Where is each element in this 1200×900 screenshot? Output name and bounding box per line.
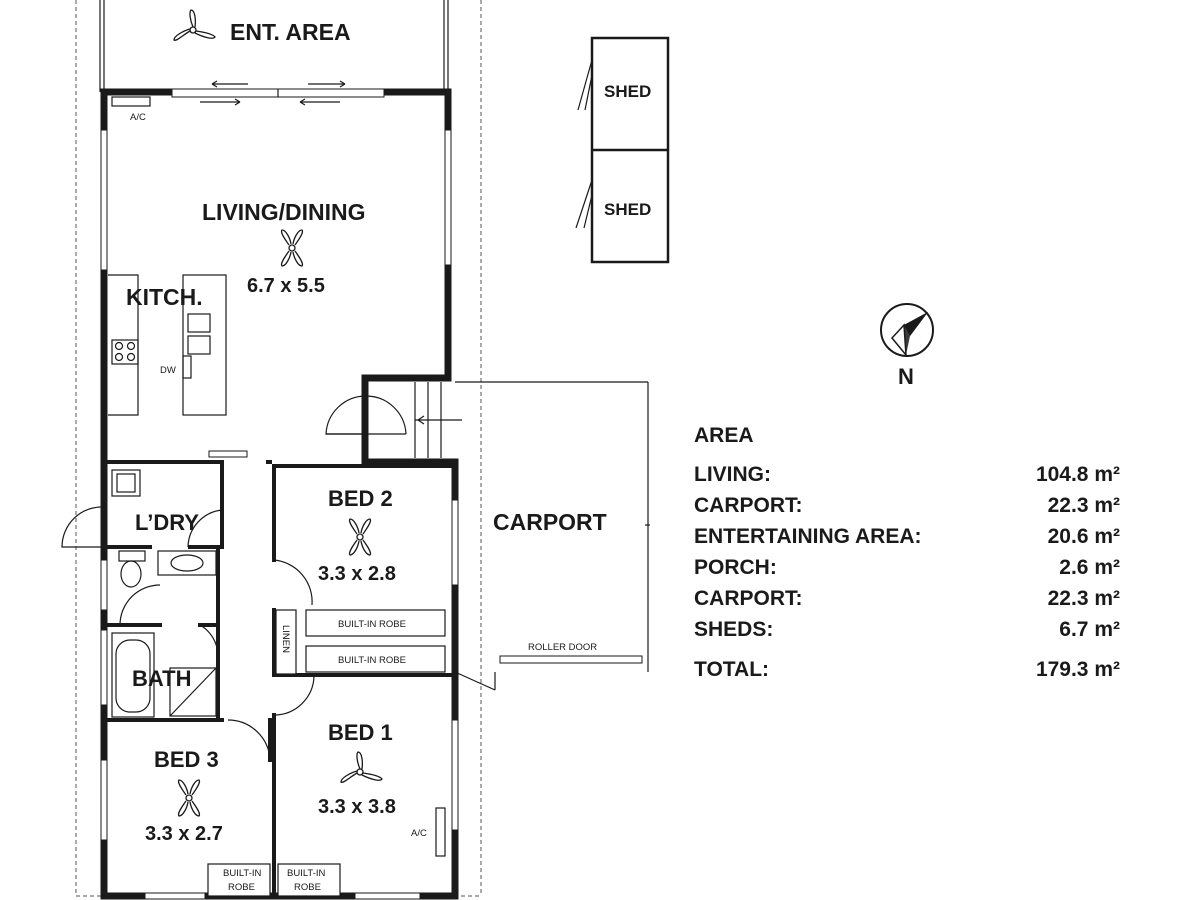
- shed-label-2: SHED: [604, 200, 651, 219]
- ac-unit-living: [111, 96, 151, 107]
- area-row-value: 22.3 m²: [1048, 494, 1120, 517]
- bed3-door: [227, 719, 271, 761]
- shed-outline: [575, 36, 670, 264]
- ceiling-fan-icon: [280, 229, 304, 267]
- ac-label-living: A/C: [130, 112, 146, 123]
- room-label-kitchen: KITCH.: [126, 284, 203, 310]
- bed1-door: [273, 675, 315, 716]
- robe-bed3-line1: BUILT-IN: [223, 868, 261, 879]
- robe-bed2: [305, 609, 446, 637]
- area-heading: AREA: [694, 424, 754, 447]
- area-row-label: ENTERTAINING AREA:: [694, 525, 922, 548]
- room-dim-living: 6.7 x 5.5: [247, 275, 325, 297]
- area-table: AREA LIVING: 104.8 m² CARPORT: 22.3 m² E…: [694, 424, 1120, 681]
- area-row-label: CARPORT:: [694, 494, 803, 517]
- bed2-door: [273, 559, 313, 606]
- area-row-label: CARPORT:: [694, 587, 803, 610]
- room-label-bed1: BED 1: [328, 720, 393, 745]
- room-label-bed2: BED 2: [328, 486, 393, 511]
- area-total-label: TOTAL:: [694, 658, 769, 681]
- robe-bed1b-line1: BUILT-IN: [287, 868, 325, 879]
- laundry-inner-door: [187, 509, 223, 548]
- area-total-value: 179.3 m²: [1036, 658, 1120, 681]
- toilet: [118, 550, 146, 588]
- robe-bed3-line2: ROBE: [228, 882, 255, 893]
- ceiling-fan-icon: [348, 518, 372, 556]
- robe-bed1-label: BUILT-IN ROBE: [338, 655, 406, 666]
- robe-bed3: [207, 863, 271, 897]
- laundry-tub-inner: [116, 473, 136, 493]
- room-dim-bed2: 3.3 x 2.8: [318, 563, 396, 585]
- laundry-door: [61, 506, 105, 548]
- shower: [169, 667, 217, 717]
- entry-door: [325, 395, 407, 435]
- area-row-value: 2.6 m²: [1059, 556, 1120, 579]
- area-row-value: 20.6 m²: [1048, 525, 1120, 548]
- room-label-bath: BATH: [132, 666, 191, 691]
- area-row-label: PORCH:: [694, 556, 777, 579]
- area-row-label: LIVING:: [694, 463, 771, 486]
- robe-bed1b-line2: ROBE: [294, 882, 321, 893]
- hallway-window: [208, 450, 248, 458]
- bathtub: [111, 632, 155, 718]
- shed-label-1: SHED: [604, 82, 651, 101]
- bath-door: [199, 624, 219, 656]
- sliding-door: [171, 80, 385, 106]
- room-label-living: LIVING/DINING: [202, 199, 366, 225]
- robe-bed2-label: BUILT-IN ROBE: [338, 619, 406, 630]
- robe-bed1: [305, 645, 446, 673]
- ac-label-bed1: A/C: [411, 828, 427, 839]
- interior-walls: [102, 460, 457, 898]
- room-label-ent-area: ENT. AREA: [230, 19, 351, 45]
- ceiling-fan-icon: [173, 9, 216, 41]
- room-label-laundry: L’DRY: [135, 510, 199, 535]
- robe-bed1-bottom: [277, 863, 341, 897]
- compass-icon: [880, 303, 934, 358]
- ent-area-outline: [99, 0, 449, 92]
- area-row-label: SHEDS:: [694, 618, 773, 641]
- room-dim-bed1: 3.3 x 3.8: [318, 796, 396, 818]
- dw-label: DW: [160, 365, 176, 376]
- wc-door: [119, 584, 161, 626]
- ac-unit-bed1: [435, 807, 446, 857]
- linen-cupboard: [275, 609, 297, 675]
- compass-label: N: [898, 364, 914, 389]
- ceiling-fan-icon: [340, 751, 383, 783]
- roller-door: [499, 655, 643, 664]
- area-row-value: 22.3 m²: [1048, 587, 1120, 610]
- laundry-tub: [111, 469, 141, 497]
- room-label-bed3: BED 3: [154, 747, 219, 772]
- windows: [100, 129, 459, 900]
- kitchen-fittings: [108, 274, 227, 416]
- roller-door-label: ROLLER DOOR: [528, 642, 597, 653]
- room-label-carport: CARPORT: [493, 509, 607, 535]
- area-row-value: 104.8 m²: [1036, 463, 1120, 486]
- linen-label: LINEN: [280, 625, 291, 653]
- ceiling-fan-icon: [177, 779, 201, 817]
- porch-steps: [414, 382, 462, 458]
- area-row-value: 6.7 m²: [1059, 618, 1120, 641]
- carport-outline: [454, 381, 650, 691]
- room-dim-bed3: 3.3 x 2.7: [145, 823, 223, 845]
- vanity: [157, 550, 217, 576]
